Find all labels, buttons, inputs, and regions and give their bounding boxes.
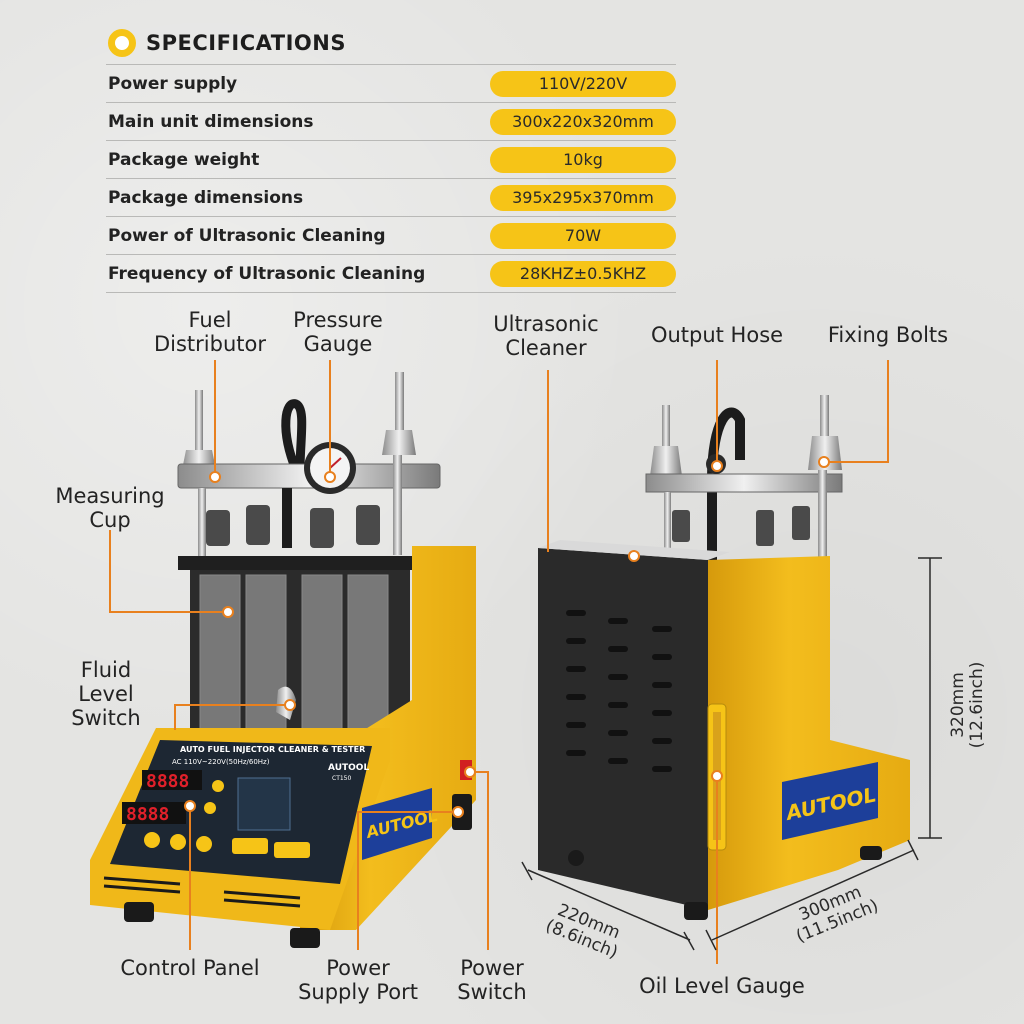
measuring-cups (199, 574, 389, 751)
display-bottom: 8888 (126, 804, 169, 825)
label-line: Measuring (55, 484, 165, 508)
label-line: Distributor (153, 332, 266, 356)
spec-label: Power of Ultrasonic Cleaning (108, 225, 386, 246)
spec-value: 110V/220V (490, 70, 676, 97)
spec-label: Package dimensions (108, 187, 304, 208)
label-line: Gauge (303, 332, 373, 356)
top-plate (178, 556, 416, 570)
dimension-value: 320mm (948, 672, 968, 738)
label-fuel-distributor: Fuel Distributor (140, 308, 280, 356)
label-control-panel: Control Panel (120, 956, 260, 980)
specifications-title: SPECIFICATIONS (146, 31, 346, 55)
specifications-table: Power supply 110V/220V Main unit dimensi… (106, 64, 676, 293)
label-line: Switch (457, 980, 527, 1004)
label-fixing-bolts: Fixing Bolts (827, 323, 949, 347)
threaded-rod (195, 390, 203, 450)
dimension-height: 320mm (12.6inch) (948, 645, 987, 765)
label-line: Fuel (188, 308, 232, 332)
foot (568, 850, 584, 866)
logo-plate (782, 762, 878, 840)
dimension-value: (12.6inch) (967, 661, 987, 749)
side-unit: AUTOOL (538, 395, 910, 920)
support-rod (818, 470, 827, 560)
spec-label: Main unit dimensions (108, 111, 314, 132)
dimension-lines (521, 557, 942, 951)
callout-dots (184, 456, 830, 818)
display-bottom-frame (122, 802, 186, 824)
spec-row: Package weight 10kg (106, 141, 676, 179)
function-list (237, 777, 291, 831)
spec-value: 395x295x370mm (490, 184, 676, 211)
label-fluid-level-switch: Fluid Level Switch (56, 658, 156, 730)
spec-row: Frequency of Ultrasonic Cleaning 28KHZ±0… (106, 255, 676, 293)
label-power-supply-port: Power Supply Port (280, 956, 436, 1004)
hose-down (282, 488, 292, 548)
label-line: Cleaner (505, 336, 587, 360)
spec-value: 300x220x320mm (490, 108, 676, 135)
spec-row: Main unit dimensions 300x220x320mm (106, 103, 676, 141)
spec-label: Frequency of Ultrasonic Cleaning (108, 263, 426, 284)
bolt-cap (650, 446, 682, 476)
circle-bullet-icon (108, 29, 136, 57)
threaded-rod (820, 395, 829, 440)
threaded-rod (395, 372, 404, 432)
spec-label: Power supply (108, 73, 238, 94)
label-line: Pressure (293, 308, 383, 332)
specifications-header: SPECIFICATIONS (108, 28, 346, 58)
spec-row: Power supply 110V/220V (106, 65, 676, 103)
foot (684, 902, 708, 920)
foot (290, 928, 320, 948)
support-rod (393, 455, 402, 555)
spec-label: Package weight (108, 149, 260, 170)
vents (103, 876, 301, 908)
panel-title: AUTO FUEL INJECTOR CLEANER & TESTER (180, 745, 365, 754)
side-logo-plate (362, 788, 432, 860)
label-pressure-gauge: Pressure Gauge (278, 308, 398, 356)
threaded-rod (662, 405, 670, 450)
foot (124, 902, 154, 922)
label-line: Fluid (80, 658, 132, 682)
label-line: Power (460, 956, 524, 980)
fuel-rail (645, 473, 843, 493)
support-rod (198, 488, 206, 558)
spec-value: 70W (490, 222, 676, 249)
spec-value: 10kg (490, 146, 676, 173)
panel-voltage: AC 110V~220V(50Hz/60Hz) (172, 758, 270, 766)
spec-value: 28KHZ±0.5KHZ (490, 260, 676, 287)
label-ultrasonic-cleaner: Ultrasonic Cleaner (476, 312, 616, 360)
label-line: Power (326, 956, 390, 980)
label-power-switch: Power Switch (440, 956, 544, 1004)
spec-row: Package dimensions 395x295x370mm (106, 179, 676, 217)
panel-model: CT150 (332, 775, 351, 782)
spec-row: Power of Ultrasonic Cleaning 70W (106, 217, 676, 255)
front-unit: AUTO FUEL INJECTOR CLEANER & TESTER AC 1… (90, 372, 476, 948)
injectors (206, 505, 380, 548)
gauge-needle (329, 457, 342, 469)
label-line: Ultrasonic (493, 312, 599, 336)
label-output-hose: Output Hose (650, 323, 784, 347)
label-line: Switch (71, 706, 141, 730)
vent-slots (566, 610, 672, 772)
panel-buttons (144, 780, 310, 858)
label-oil-level-gauge: Oil Level Gauge (639, 974, 805, 998)
ultrasonic-cleaner-panel (538, 548, 708, 910)
hose (281, 399, 307, 472)
panel-brand: AUTOOL (328, 763, 369, 773)
callout-lines (109, 360, 889, 964)
injectors (672, 506, 810, 546)
label-measuring-cup: Measuring Cup (40, 484, 180, 532)
display-top-frame (142, 770, 202, 790)
support-rod (664, 492, 671, 552)
foot (860, 846, 882, 860)
label-line: Cup (89, 508, 131, 532)
bolt-cap (382, 430, 416, 455)
label-line: Level (78, 682, 134, 706)
label-line: Supply Port (298, 980, 418, 1004)
display-top: 8888 (146, 771, 189, 792)
